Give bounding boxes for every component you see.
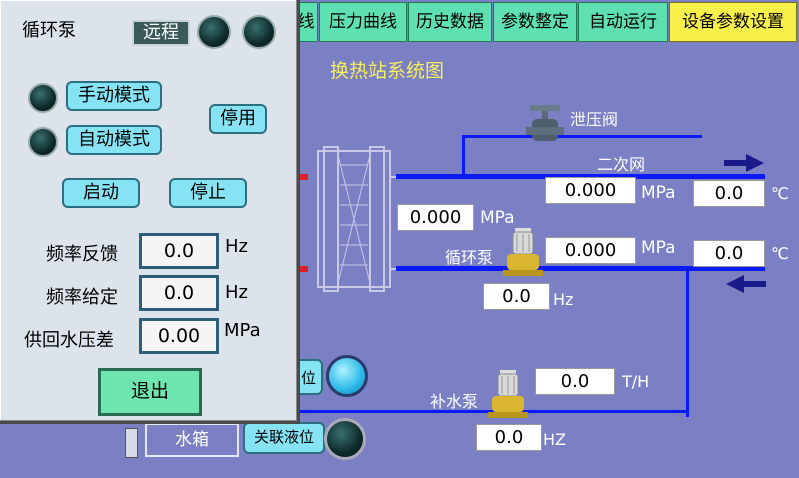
remote-led-2 — [242, 15, 276, 49]
tab-history-data[interactable]: 历史数据 — [408, 2, 492, 42]
circ-pump-label: 循环泵 — [445, 248, 494, 267]
supply-temp-unit: ℃ — [771, 184, 789, 203]
linked-level-lamp — [324, 418, 366, 460]
flow-left-arrow-icon — [726, 275, 766, 293]
makeup-pump-label: 补水泵 — [430, 392, 479, 411]
return-temp-value: 0.0 — [693, 240, 765, 267]
makeup-flow-unit: T/H — [622, 372, 650, 391]
heat-exchanger — [300, 146, 400, 292]
return-pressure-unit: MPa — [641, 238, 676, 258]
stop-button[interactable]: 停止 — [169, 178, 247, 208]
manual-mode-button[interactable]: 手动模式 — [66, 81, 162, 111]
freq-setpoint-input[interactable]: 0.0 — [139, 275, 219, 311]
auto-mode-led — [28, 127, 58, 157]
circ-pump-freq-unit: Hz — [553, 290, 574, 309]
makeup-flow-value: 0.0 — [535, 368, 615, 395]
pressure-diff-label: 供回水压差 — [24, 330, 114, 351]
makeup-pipe-horizontal — [300, 410, 688, 413]
freq-setpoint-unit: Hz — [225, 282, 248, 303]
return-pipe — [396, 266, 765, 271]
tab-device-params[interactable]: 设备参数设置 — [669, 2, 797, 42]
tab-param-tuning[interactable]: 参数整定 — [493, 2, 577, 42]
supply-pipe — [396, 174, 765, 179]
makeup-pump-icon[interactable] — [488, 370, 528, 420]
return-temp-unit: ℃ — [771, 244, 789, 263]
tab-auto-run[interactable]: 自动运行 — [578, 2, 668, 42]
level-indicator-lamp — [326, 355, 368, 397]
supply-temp-value: 0.0 — [693, 180, 765, 207]
makeup-freq-unit: HZ — [543, 430, 566, 449]
flow-right-arrow-icon — [724, 154, 764, 172]
circ-pump-icon[interactable] — [503, 228, 543, 278]
water-tank-label: 水箱 — [145, 423, 239, 457]
relief-valve-icon[interactable] — [526, 103, 564, 143]
relief-pipe-vertical — [462, 136, 465, 176]
return-pressure-value: 0.000 — [545, 237, 636, 264]
circulation-pump-panel: 循环泵 远程 手动模式 停用 自动模式 启动 停止 频率反馈 0.0 Hz 频率… — [0, 0, 300, 424]
start-button[interactable]: 启动 — [62, 178, 140, 208]
water-tank-gauge — [125, 428, 138, 458]
circ-pump-freq-value: 0.0 — [483, 283, 550, 310]
manual-mode-led — [28, 83, 58, 113]
disable-button[interactable]: 停用 — [209, 104, 267, 134]
supply-pressure-unit: MPa — [641, 183, 676, 203]
level-label: 位 — [301, 369, 317, 387]
relief-valve-label: 泄压阀 — [570, 110, 619, 129]
remote-indicator: 远程 — [132, 20, 190, 46]
panel-title: 循环泵 — [22, 20, 76, 41]
left-pressure-value: 0.000 — [397, 204, 474, 231]
freq-feedback-label: 频率反馈 — [46, 244, 118, 265]
makeup-freq-value: 0.0 — [476, 424, 542, 451]
diagram-title: 换热站系统图 — [330, 60, 445, 82]
linked-level-button[interactable]: 关联液位 — [243, 422, 325, 454]
tab-pressure-curve[interactable]: 压力曲线 — [319, 2, 407, 42]
exit-button[interactable]: 退出 — [98, 368, 202, 416]
freq-setpoint-label: 频率给定 — [46, 287, 118, 308]
relief-pipe-horizontal — [462, 135, 702, 138]
remote-led-1 — [197, 15, 231, 49]
left-pressure-unit: MPa — [480, 208, 515, 228]
auto-mode-button[interactable]: 自动模式 — [66, 125, 162, 155]
makeup-pipe-vertical — [686, 270, 689, 417]
secondary-net-label: 二次网 — [597, 155, 646, 174]
freq-feedback-value: 0.0 — [139, 233, 219, 269]
pressure-diff-unit: MPa — [224, 320, 261, 341]
supply-pressure-value: 0.000 — [545, 177, 636, 204]
pressure-diff-value: 0.00 — [139, 318, 219, 354]
freq-feedback-unit: Hz — [225, 236, 248, 257]
